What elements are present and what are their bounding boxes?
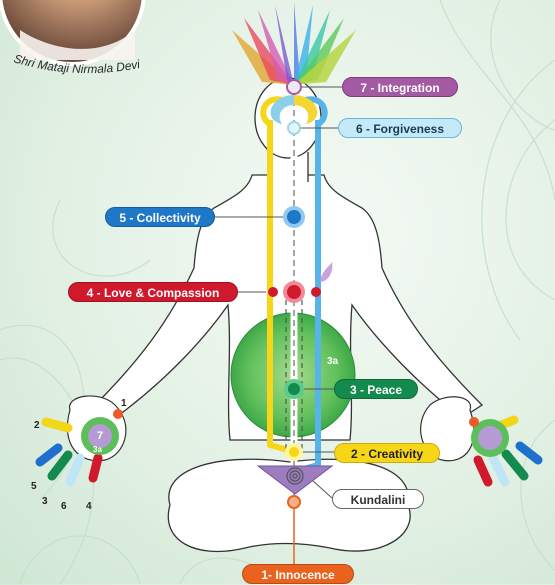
label-forgiveness: 6 - Forgiveness [338,118,462,138]
chakra-2-star [285,443,303,461]
left-hand-4: 4 [86,501,92,512]
left-hand-3: 3 [42,496,48,507]
label-peace: 3 - Peace [334,379,418,399]
label-innocence: 1- Innocence [242,564,354,584]
left-hand-5: 5 [31,481,37,492]
left-hand [40,396,126,482]
void-label: 3a [327,356,338,367]
left-hand-1: 1 [121,398,127,409]
label-kundalini: Kundalini [332,489,424,509]
left-hand-7: 7 [97,430,103,442]
left-hand-2: 2 [34,420,40,431]
sahasrara-lotus [232,2,356,85]
left-hand-3a: 3a [93,445,102,454]
label-integration: 7 - Integration [342,77,458,97]
portrait-caption: Shri Mataji Nirmala Devi [8,40,178,90]
label-collectivity: 5 - Collectivity [105,207,215,227]
label-creativity: 2 - Creativity [334,443,440,463]
chakra-1-dot [288,496,300,508]
svg-text:Shri Mataji Nirmala Devi: Shri Mataji Nirmala Devi [12,51,141,76]
label-love-compassion: 4 - Love & Compassion [68,282,238,302]
left-hand-6: 6 [61,501,67,512]
chakra-3-star [284,379,304,399]
chakra-7-dot [287,80,301,94]
chakra-5-star [283,206,305,228]
right-hand [421,397,538,482]
chakra-6-dot [288,122,300,134]
